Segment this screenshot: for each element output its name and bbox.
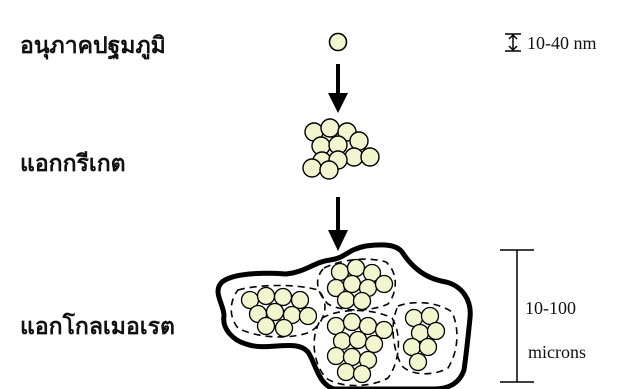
size-scale-icon: [505, 34, 521, 51]
primary-particle: [330, 34, 347, 51]
arrow-down-icon: [328, 197, 348, 251]
agglomerate-size-bracket: [500, 250, 534, 382]
arrow-down-icon: [328, 64, 348, 113]
aggregate-cluster: [303, 119, 379, 179]
